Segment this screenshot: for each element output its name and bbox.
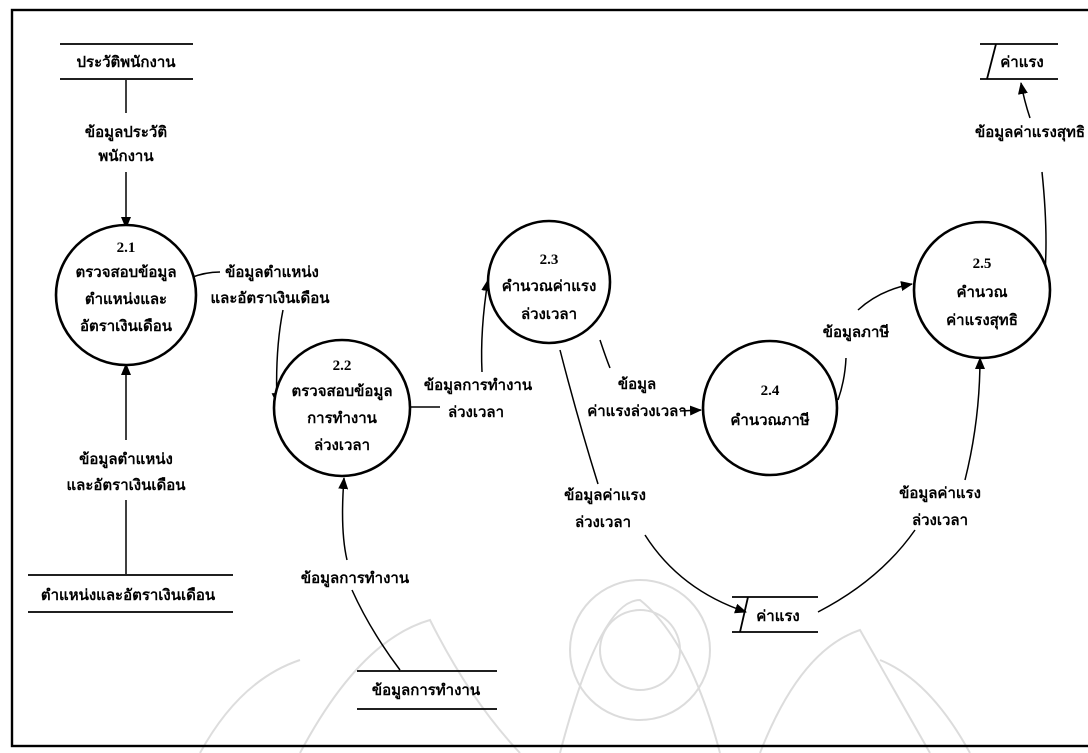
flow-line xyxy=(480,279,492,373)
process-label: คำนวณ xyxy=(956,284,1007,301)
flow-line xyxy=(857,281,913,311)
process-label: ค่าแรงสุทธิ xyxy=(946,311,1018,330)
flow-label: ข้อมูลการทำงาน xyxy=(301,570,410,588)
process-label: อัตราเงินเดือน xyxy=(80,317,173,335)
watermark-seal xyxy=(199,579,971,753)
process-id: 2.2 xyxy=(333,358,352,374)
flow-line xyxy=(644,534,747,614)
process-label: ตรวจสอบข้อมูล xyxy=(75,264,176,282)
flow-2-2-to-2-3: ข้อมูลการทำงาน ล่วงเวลา xyxy=(410,279,533,421)
flow-line xyxy=(817,529,916,613)
flow-work-to-2-2: ข้อมูลการทำงาน xyxy=(301,477,410,671)
process-2-4: 2.4 คำนวณภาษี xyxy=(701,339,839,477)
process-circle xyxy=(701,339,839,477)
flow-label: พนักงาน xyxy=(98,148,154,165)
process-circle xyxy=(912,220,1052,360)
flow-label: ข้อมูลค่าแรงสุทธิ xyxy=(975,123,1085,142)
process-label: คำนวณภาษี xyxy=(730,412,809,429)
process-label: ตรวจสอบข้อมูล xyxy=(291,383,392,401)
flow-2-3-to-wage-store: ข้อมูลค่าแรง ล่วงเวลา xyxy=(559,349,747,614)
store-employee-history: ประวัติพนักงาน xyxy=(60,43,193,80)
process-2-5: 2.5 คำนวณ ค่าแรงสุทธิ xyxy=(912,220,1052,360)
flow-line xyxy=(559,349,599,485)
flow-label: ข้อมูล xyxy=(618,376,656,394)
process-id: 2.5 xyxy=(973,256,992,272)
process-id: 2.1 xyxy=(117,240,136,256)
store-position-salary: ตำแหน่งและอัตราเงินเดือน xyxy=(28,574,233,613)
flow-label: ข้อมูลภาษี xyxy=(823,324,890,342)
flow-line xyxy=(837,357,847,401)
flow-2-3-to-2-4: ข้อมูล ค่าแรงล่วงเวลา xyxy=(587,339,702,420)
flow-line xyxy=(338,477,349,561)
store-slash xyxy=(986,43,997,80)
flow-2-1-to-2-2: ข้อมูลตำแหน่ง และอัตราเงินเดือน xyxy=(189,264,331,405)
flow-label: ข้อมูลค่าแรง xyxy=(564,487,646,505)
flow-2-4-to-2-5: ข้อมูลภาษี xyxy=(823,281,913,401)
process-label: คำนวณค่าแรง xyxy=(502,278,597,295)
flow-position-to-2-1: ข้อมูลตำแหน่ง และอัตราเงินเดือน xyxy=(67,363,187,574)
flow-label: ค่าแรงล่วงเวลา xyxy=(587,403,687,420)
flow-line xyxy=(351,589,401,671)
process-label: ล่วงเวลา xyxy=(314,437,370,454)
flow-wage-store-to-2-5: ข้อมูลค่าแรง ล่วงเวลา xyxy=(817,357,985,613)
process-circle xyxy=(486,219,612,345)
flow-label: ล่วงเวลา xyxy=(575,514,631,531)
flow-label: และอัตราเงินเดือน xyxy=(67,476,187,494)
process-circle xyxy=(54,223,198,367)
flow-line xyxy=(679,405,702,416)
diagram-frame xyxy=(10,8,1088,748)
store-label: ข้อมูลการทำงาน xyxy=(372,682,481,700)
process-label: การทำงาน xyxy=(307,410,378,427)
process-id: 2.4 xyxy=(761,383,780,399)
flow-label: ข้อมูลการทำงาน xyxy=(424,377,533,395)
store-label: ตำแหน่งและอัตราเงินเดือน xyxy=(41,586,216,604)
process-2-3: 2.3 คำนวณค่าแรง ล่วงเวลา xyxy=(486,219,612,345)
flow-label: ข้อมูลค่าแรง xyxy=(899,485,981,503)
flow-label: ข้อมูลตำแหน่ง xyxy=(79,451,173,469)
process-id: 2.3 xyxy=(540,252,559,268)
flow-history-to-2-1: ข้อมูลประวัติ พนักงาน xyxy=(85,80,167,229)
flow-label: และอัตราเงินเดือน xyxy=(211,289,331,307)
process-circle xyxy=(272,338,412,478)
flow-label: ข้อมูลตำแหน่ง xyxy=(225,264,319,282)
process-label: ตำแหน่งและ xyxy=(85,291,167,308)
store-label: ค่าแรง xyxy=(1000,54,1044,71)
process-2-2: 2.2 ตรวจสอบข้อมูล การทำงาน ล่วงเวลา xyxy=(272,338,412,478)
store-work-data: ข้อมูลการทำงาน xyxy=(357,670,497,710)
store-label: ค่าแรง xyxy=(756,608,800,625)
flow-line xyxy=(599,339,611,369)
flow-label: ล่วงเวลา xyxy=(912,512,968,529)
process-2-1: 2.1 ตรวจสอบข้อมูล ตำแหน่งและ อัตราเงินเด… xyxy=(54,223,198,367)
store-label: ประวัติพนักงาน xyxy=(76,53,176,71)
store-slash xyxy=(739,596,749,633)
store-wage-middle: ค่าแรง xyxy=(732,596,818,633)
flow-line xyxy=(1017,82,1031,119)
flow-label: ข้อมูลประวัติ xyxy=(85,123,167,142)
process-label: ล่วงเวลา xyxy=(521,306,577,323)
flow-line xyxy=(964,357,985,481)
store-wage-top: ค่าแรง xyxy=(980,43,1058,80)
flow-label: ล่วงเวลา xyxy=(448,404,504,421)
